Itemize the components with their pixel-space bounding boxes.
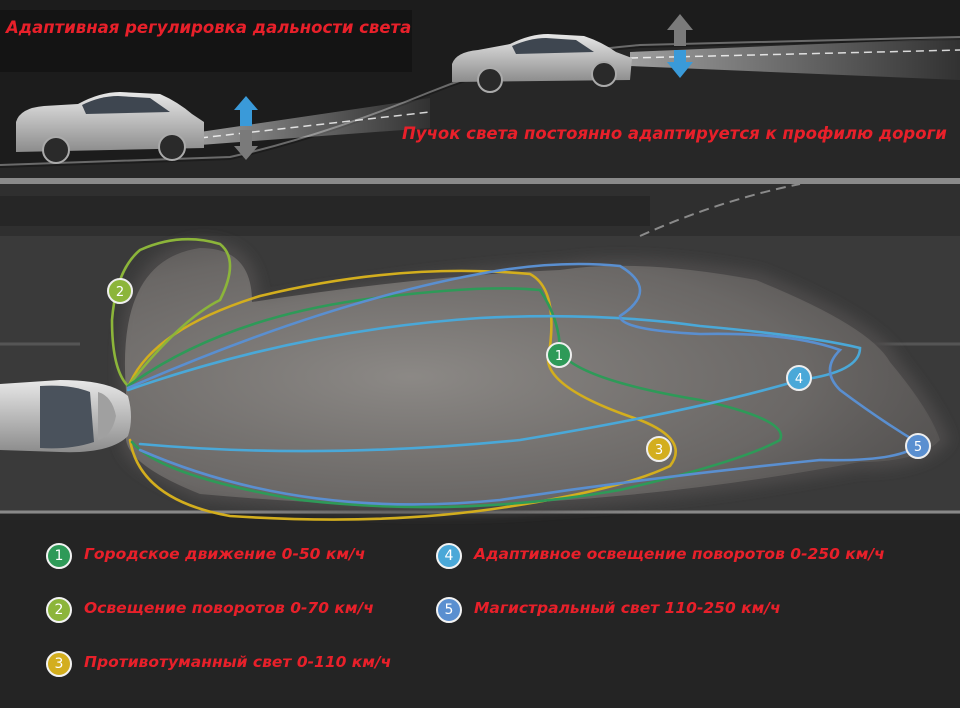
legend-label: Городское движение 0-50 км/ч — [84, 545, 365, 563]
car-top-view-icon — [0, 380, 131, 452]
legend-label: Противотуманный свет 0-110 км/ч — [84, 653, 391, 671]
svg-text:1: 1 — [555, 349, 563, 364]
subtitle: Пучок света постоянно адаптируется к про… — [402, 124, 947, 143]
page-title: Адаптивная регулировка дальности света — [6, 18, 411, 37]
legend-label: Освещение поворотов 0-70 км/ч — [84, 599, 374, 617]
svg-text:2: 2 — [116, 285, 124, 300]
svg-text:4: 4 — [795, 372, 803, 387]
legend-badge-5: 5 — [436, 597, 462, 623]
legend-label: Магистральный свет 110-250 км/ч — [474, 599, 781, 617]
legend-badge-3: 3 — [46, 651, 72, 677]
panel-divider — [0, 178, 960, 184]
legend-label: Адаптивное освещение поворотов 0-250 км/… — [474, 545, 885, 563]
svg-text:5: 5 — [914, 440, 922, 455]
legend-badge-4: 4 — [436, 543, 462, 569]
legend-badge-1: 1 — [46, 543, 72, 569]
legend-badge-2: 2 — [46, 597, 72, 623]
svg-text:3: 3 — [655, 443, 663, 458]
